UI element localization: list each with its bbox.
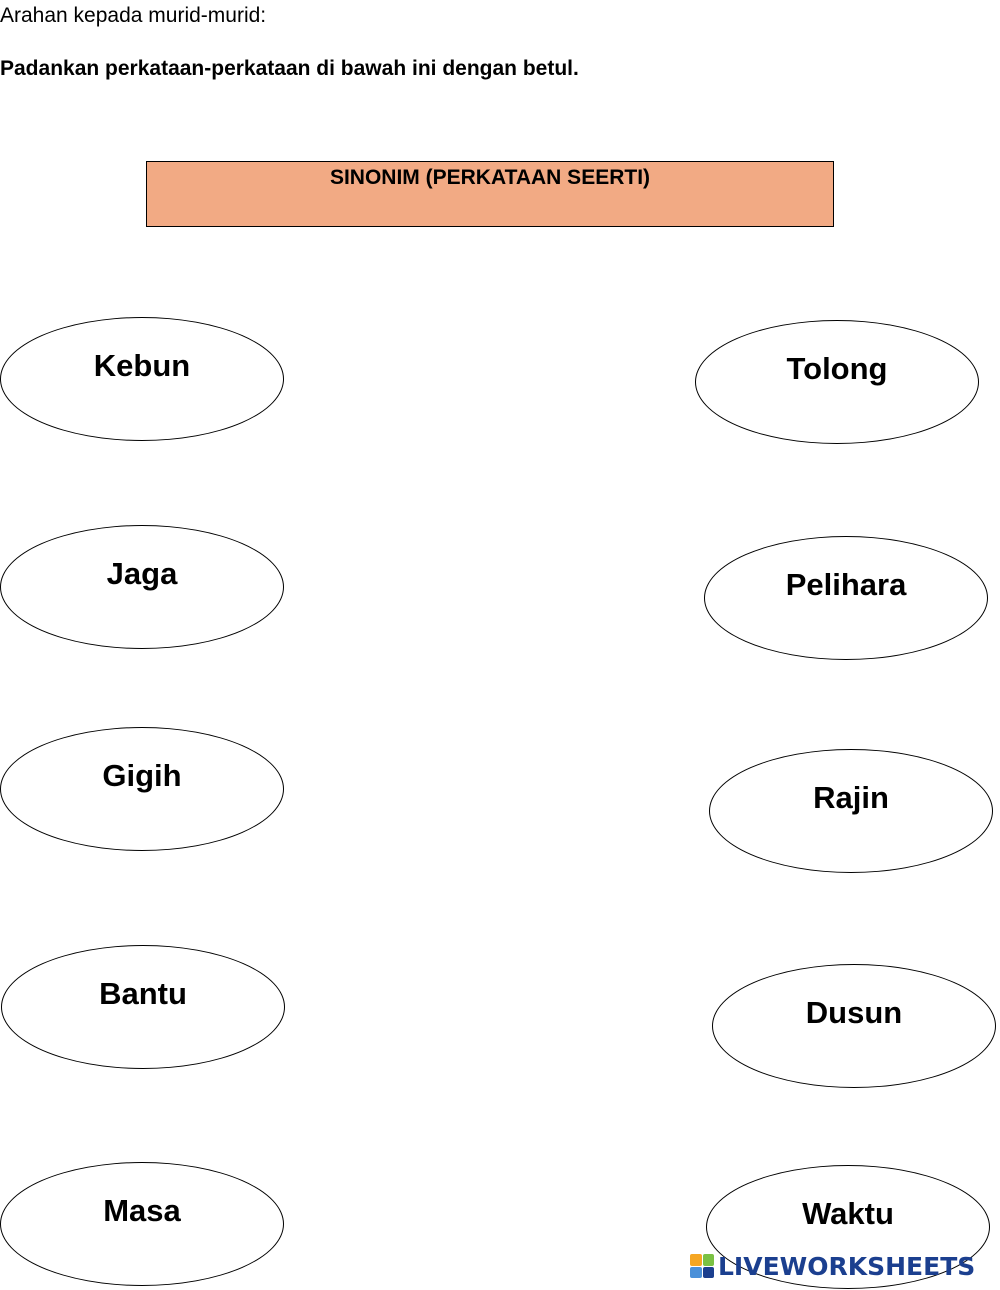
instruction-text: Arahan kepada murid-murid: — [0, 4, 267, 27]
word-label: Tolong — [786, 351, 888, 386]
liveworksheets-logo: LIVEWORKSHEETS — [690, 1248, 975, 1284]
logo-tile — [702, 1266, 714, 1278]
word-label: Gigih — [102, 758, 182, 793]
word-oval-left-2[interactable]: Jaga — [0, 525, 284, 649]
title-box: SINONIM (PERKATAAN SEERTI) — [146, 161, 834, 227]
logo-tile — [690, 1266, 702, 1278]
liveworksheets-grid-icon — [690, 1254, 714, 1278]
logo-tile — [702, 1254, 714, 1266]
word-label: Waktu — [802, 1196, 894, 1231]
word-oval-left-5[interactable]: Masa — [0, 1162, 284, 1286]
word-oval-left-1[interactable]: Kebun — [0, 317, 284, 441]
logo-tile — [690, 1254, 702, 1266]
word-label: Masa — [103, 1193, 181, 1228]
word-label: Pelihara — [785, 567, 907, 602]
logo-text: LIVEWORKSHEETS — [718, 1251, 976, 1281]
word-label: Rajin — [813, 780, 889, 815]
word-label: Kebun — [93, 348, 191, 383]
word-oval-right-1[interactable]: Tolong — [695, 320, 979, 444]
task-text: Padankan perkataan-perkataan di bawah in… — [0, 57, 579, 80]
word-oval-right-5[interactable]: Waktu — [706, 1165, 990, 1289]
word-oval-right-4[interactable]: Dusun — [712, 964, 996, 1088]
word-oval-right-2[interactable]: Pelihara — [704, 536, 988, 660]
title-label: SINONIM (PERKATAAN SEERTI) — [329, 166, 651, 189]
word-label: Bantu — [99, 976, 187, 1011]
word-oval-left-3[interactable]: Gigih — [0, 727, 284, 851]
word-oval-right-3[interactable]: Rajin — [709, 749, 993, 873]
word-label: Dusun — [805, 995, 903, 1030]
word-label: Jaga — [106, 556, 178, 591]
word-oval-left-4[interactable]: Bantu — [1, 945, 285, 1069]
